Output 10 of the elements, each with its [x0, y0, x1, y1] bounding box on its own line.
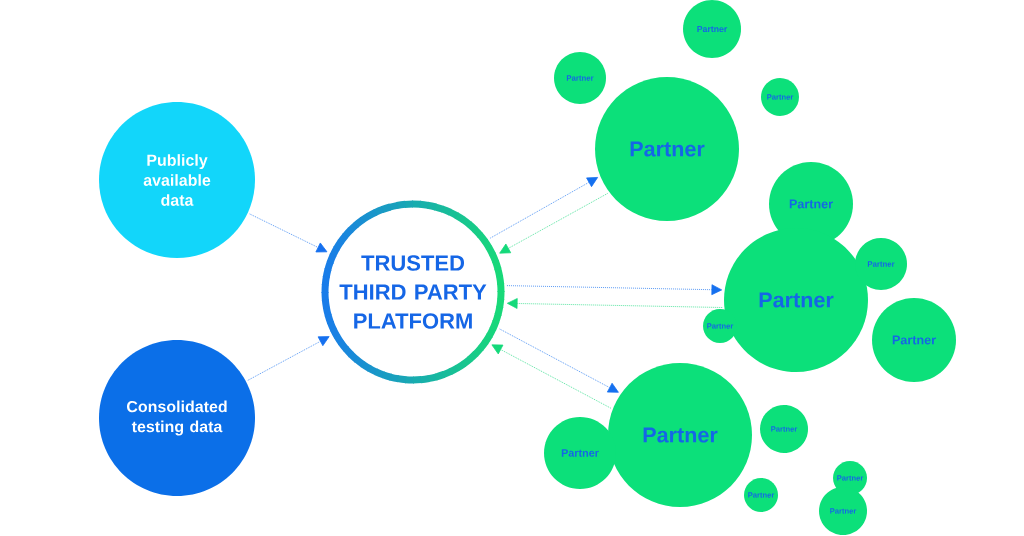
arrow	[249, 213, 328, 253]
arrow	[506, 284, 723, 296]
arrow	[499, 193, 608, 254]
arrow	[489, 177, 598, 239]
arrow	[506, 298, 723, 309]
arrow	[491, 344, 612, 409]
node-label: Partner	[561, 449, 599, 457]
node-label: Partner	[789, 199, 833, 209]
arrow	[499, 328, 619, 393]
arrow	[247, 336, 330, 381]
